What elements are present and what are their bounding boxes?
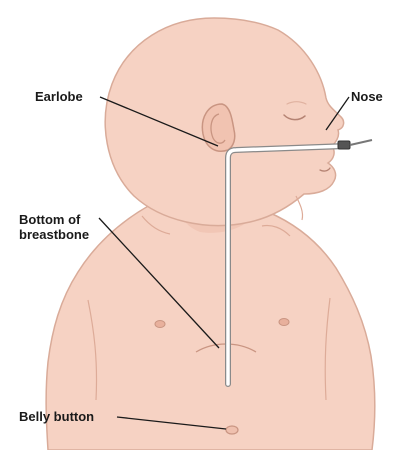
left-nipple xyxy=(155,321,165,328)
breastbone-label: Bottom of breastbone xyxy=(19,212,89,242)
belly-button-label: Belly button xyxy=(19,409,94,424)
nose-label: Nose xyxy=(351,89,383,104)
right-nipple xyxy=(279,319,289,326)
torso xyxy=(46,202,375,450)
ear xyxy=(202,104,234,151)
belly-button xyxy=(226,426,238,434)
earlobe-label: Earlobe xyxy=(35,89,83,104)
breastbone-label-line1: Bottom of xyxy=(19,212,89,227)
breastbone-label-line2: breastbone xyxy=(19,227,89,242)
